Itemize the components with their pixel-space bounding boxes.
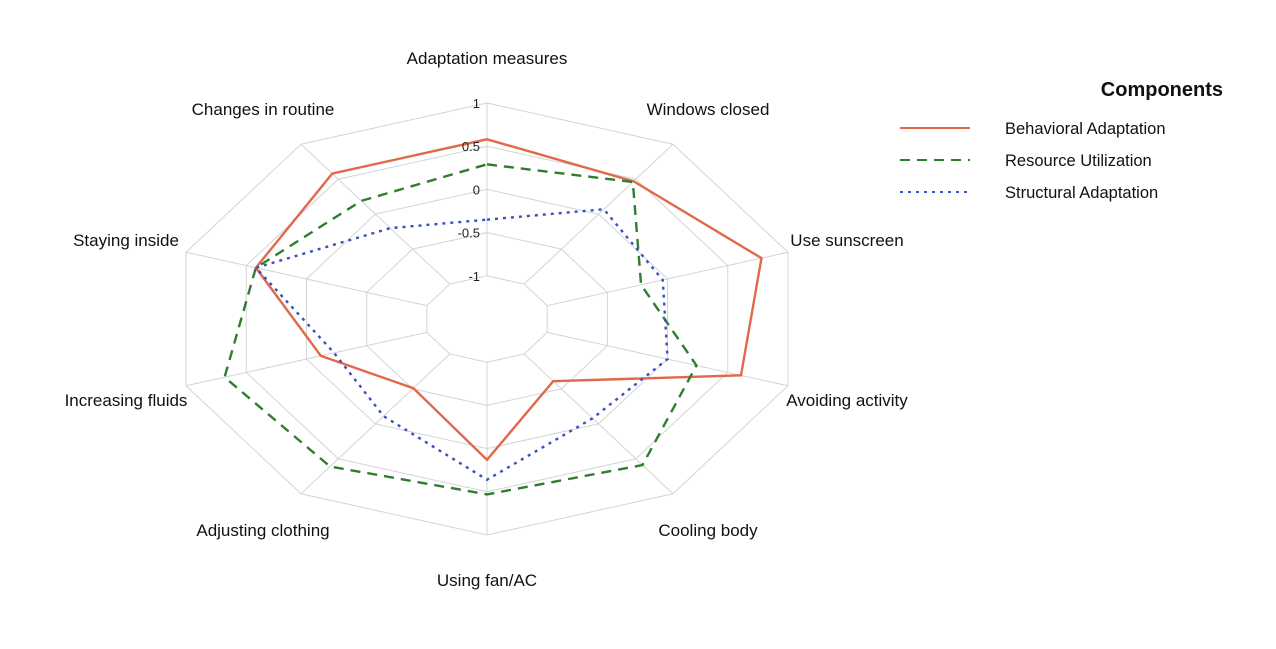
grid-spoke (523, 353, 674, 495)
series-line-resource-utilization (223, 163, 698, 496)
axis-label: Using fan/AC (437, 571, 537, 590)
axis-label: Adjusting clothing (196, 521, 329, 540)
tick-label: -1 (468, 269, 480, 284)
axis-label: Changes in routine (192, 100, 335, 119)
grid-spoke (185, 251, 427, 307)
grid-spoke (547, 251, 789, 307)
legend-entry: Behavioral Adaptation (1005, 120, 1166, 138)
legend-title: Components (1101, 79, 1223, 101)
axis-label: Use sunscreen (790, 231, 903, 250)
radar-grid (185, 102, 789, 536)
legend-entry: Structural Adaptation (1005, 184, 1158, 202)
legend: Components Behavioral AdaptationResource… (900, 79, 1223, 202)
radial-tick-labels: -1 -0.5 0 0.5 1 (458, 96, 480, 284)
axis-label: Cooling body (658, 521, 758, 540)
axis-label: Avoiding activity (786, 391, 908, 410)
tick-label: 1 (473, 96, 480, 111)
grid-spoke (300, 143, 451, 285)
axis-label: Staying inside (73, 231, 179, 250)
legend-entry: Resource Utilization (1005, 152, 1152, 170)
axis-label: Windows closed (647, 100, 770, 119)
grid-ring (426, 275, 548, 363)
grid-spoke (300, 353, 451, 495)
radar-series (223, 138, 763, 496)
tick-label: -0.5 (458, 226, 480, 241)
axis-label: Adaptation measures (407, 49, 568, 68)
grid-spoke (185, 331, 427, 387)
grid-spoke (523, 143, 674, 285)
tick-label: 0 (473, 182, 480, 197)
tick-label: 0.5 (462, 139, 480, 154)
axis-label: Increasing fluids (65, 391, 188, 410)
